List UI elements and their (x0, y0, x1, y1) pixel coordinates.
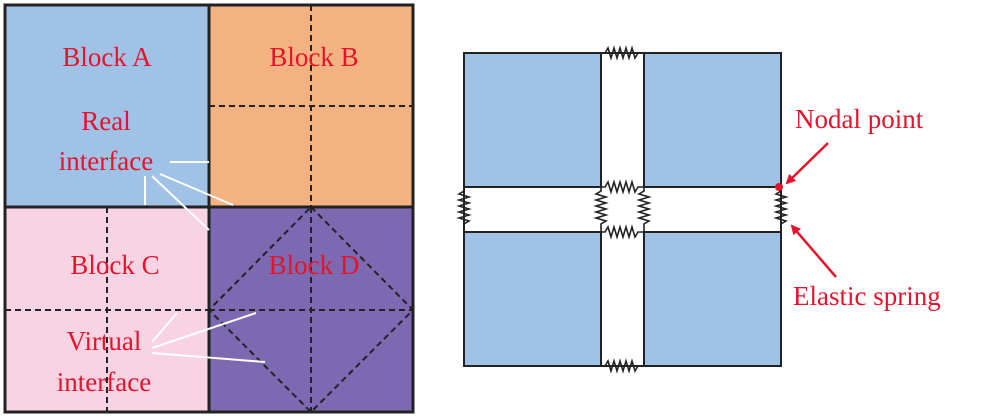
block-a (3, 3, 211, 209)
block-c-label: Block C (70, 250, 159, 280)
nodal-point-label: Nodal point (795, 104, 924, 134)
right-block-top-left (463, 52, 602, 188)
real-interface-pointers (144, 161, 234, 231)
virtual-interface-lines (5, 5, 415, 414)
real-interface-label-line1: Real (81, 106, 130, 136)
right-block-bottom-left (463, 231, 602, 367)
left-diagram: Block A Block B Block C Block D Real int… (3, 3, 415, 414)
elastic-spring-arrow (790, 224, 837, 278)
spring-center-top (601, 179, 644, 195)
elastic-springs (456, 45, 789, 374)
spring-left (456, 187, 472, 232)
right-block-bottom-right (643, 231, 782, 367)
spring-top (601, 45, 644, 61)
nodal-point-marker (775, 183, 783, 191)
right-block-top-right (643, 52, 782, 188)
block-d-label: Block D (269, 250, 360, 280)
nodal-point-arrow (785, 142, 829, 185)
spring-center-left (593, 187, 609, 232)
virtual-interface-label-line1: Virtual (67, 326, 142, 356)
spring-bottom (601, 358, 644, 374)
elastic-spring-label: Elastic spring (793, 281, 941, 311)
block-a-label: Block A (62, 42, 152, 72)
real-interface-label-line2: interface (59, 146, 153, 176)
spring-right (773, 187, 789, 232)
spring-center-right (636, 187, 652, 232)
right-diagram: Nodal point Elastic spring (456, 45, 941, 374)
block-b-label: Block B (269, 42, 358, 72)
virtual-interface-label-line2: interface (57, 367, 151, 397)
virtual-interface-pointers (151, 312, 266, 363)
spring-center-bottom (601, 224, 644, 240)
